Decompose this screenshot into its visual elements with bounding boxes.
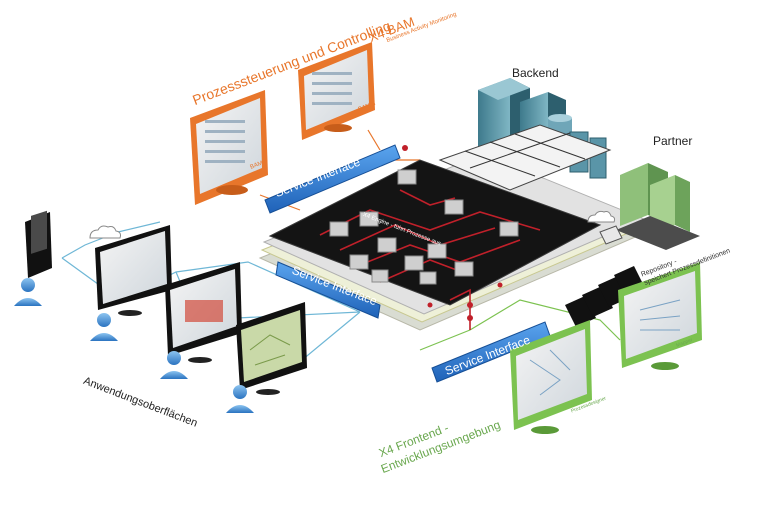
phone-icon <box>25 211 52 278</box>
app-monitor-3 <box>236 302 307 395</box>
user-icon <box>14 278 42 306</box>
app-monitor-1 <box>95 225 172 316</box>
partner-label: Partner <box>653 134 692 148</box>
app-monitor-2 <box>165 262 242 363</box>
engine-cube <box>330 222 348 236</box>
backend-label: Backend <box>512 66 559 80</box>
user-icon <box>90 313 118 341</box>
bam-monitor-1 <box>190 90 268 205</box>
cloud-icon <box>90 226 121 238</box>
user-icon <box>226 385 254 413</box>
user-icon <box>160 351 188 379</box>
